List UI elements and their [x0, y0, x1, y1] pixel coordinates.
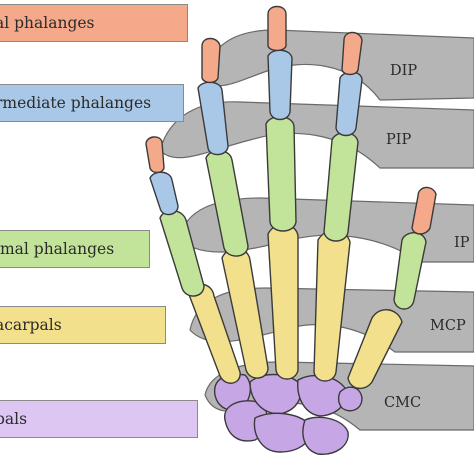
metacarpal-thumb	[347, 309, 403, 389]
label-carpals: pals	[0, 400, 198, 438]
label-distal-phalanges: al phalanges	[0, 4, 188, 42]
carpal-bone	[337, 386, 363, 412]
label-distal-text: al phalanges	[0, 14, 95, 32]
intermediate-phalanges	[149, 49, 363, 216]
distal-middle	[267, 5, 287, 52]
pip-band	[159, 101, 474, 169]
distal-phalanges	[145, 5, 437, 235]
joint-label-dip: DIP	[390, 63, 418, 79]
label-proximal-text: imal phalanges	[0, 240, 115, 258]
intermediate-little	[149, 171, 179, 216]
intermediate-ring	[197, 81, 229, 156]
distal-little	[145, 136, 165, 174]
carpal-bone	[249, 373, 302, 415]
label-metacarpals-text: acarpals	[0, 316, 62, 334]
joint-label-pip: PIP	[386, 132, 412, 148]
bones	[145, 5, 437, 455]
metacarpal-middle	[267, 223, 299, 380]
distal-index	[341, 31, 363, 76]
label-intermediate-phalanges: rmediate phalanges	[0, 84, 184, 122]
intermediate-middle	[267, 49, 293, 121]
label-metacarpals: acarpals	[0, 306, 166, 344]
carpal-bone	[253, 412, 312, 453]
distal-ring	[201, 37, 221, 84]
proximal-middle	[265, 116, 297, 232]
carpal-bone	[302, 416, 349, 455]
label-proximal-phalanges: imal phalanges	[0, 230, 150, 268]
joint-label-cmc: CMC	[384, 395, 422, 411]
joint-label-ip: IP	[454, 235, 470, 251]
carpals	[214, 373, 363, 455]
distal-thumb	[411, 186, 437, 235]
label-carpals-text: pals	[0, 410, 28, 428]
proximal-thumb	[393, 232, 427, 310]
joint-label-mcp: MCP	[430, 318, 466, 334]
label-intermediate-text: rmediate phalanges	[0, 94, 152, 112]
